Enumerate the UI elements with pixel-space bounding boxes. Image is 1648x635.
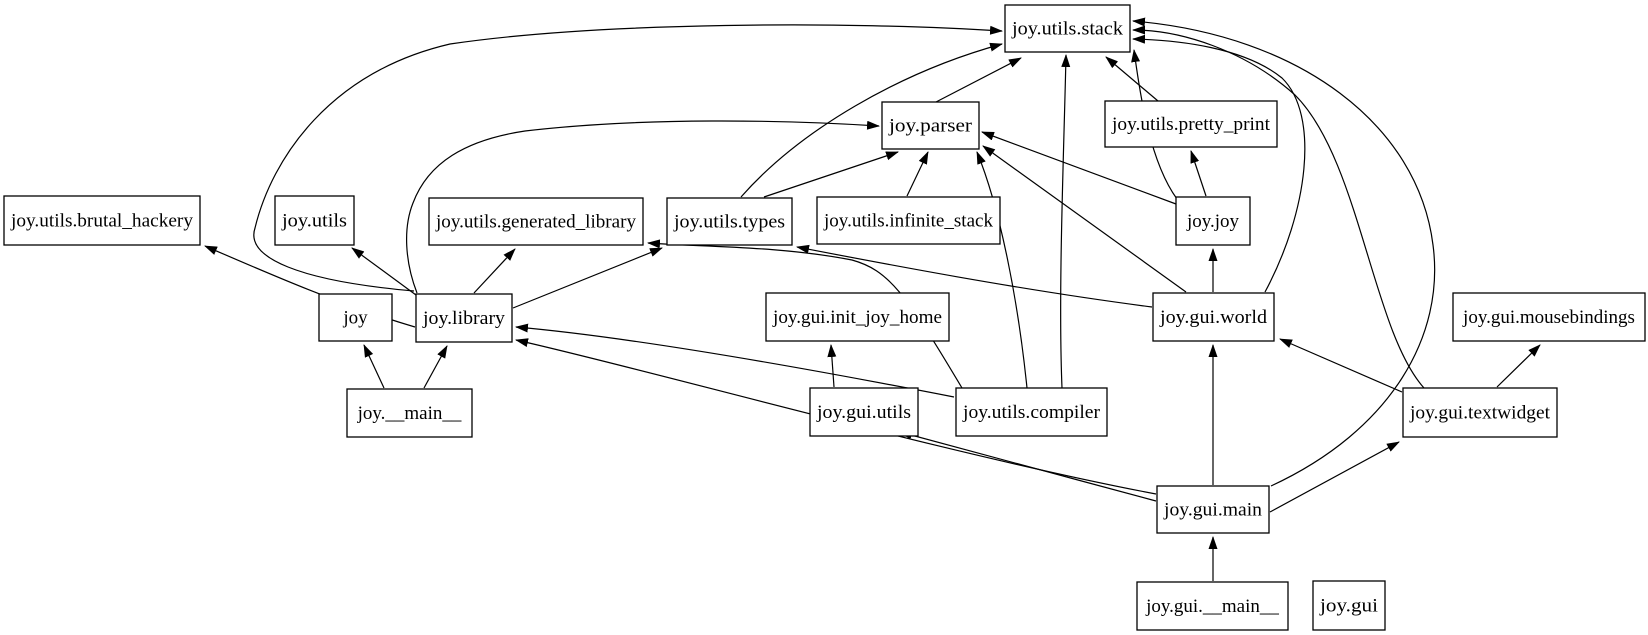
edge-joy-utils-compiler-to-joy-utils-stack [1060, 54, 1071, 389]
node-box-joy-gui-main [1136, 581, 1289, 631]
node-joy-gui-textwidget: joy.gui.textwidget [1402, 387, 1558, 438]
edge-joy-gui-main-to-joy-utils-stack [1132, 17, 1436, 487]
node-joy-utils-types: joy.utils.types [666, 197, 793, 246]
node-label-joy-utils-stack: joy.utils.stack [1011, 19, 1124, 40]
node-joy-utils-compiler: joy.utils.compiler [955, 387, 1108, 437]
node-label-joy-utils-compiler: joy.utils.compiler [962, 402, 1101, 423]
node-label-joy-utils-infinite-stack: joy.utils.infinite_stack [823, 211, 993, 232]
edge-joy-utils-types-to-joy-parser [763, 151, 899, 198]
edge-joy-gui-main-to-joy-gui-textwidget [1269, 441, 1400, 513]
node-box-joy-library [415, 293, 513, 343]
edge-joy-gui-world-to-joy-utils-stack [1132, 34, 1306, 293]
node-box-joy-utils [274, 195, 355, 246]
node-label-joy-parser: joy.parser [888, 116, 973, 137]
node-label-joy-joy: joy.joy [1186, 211, 1240, 232]
node-joy-utils-infinite-stack: joy.utils.infinite_stack [816, 196, 1001, 245]
edge-joy-utils-pretty-print-to-joy-utils-stack [1105, 56, 1159, 102]
edge-joy-main-to-joy [363, 344, 385, 389]
node-label-joy-utils-pretty-print: joy.utils.pretty_print [1111, 114, 1271, 135]
node-joy-gui-init-joy-home: joy.gui.init_joy_home [765, 292, 950, 342]
node-box-joy-utils-infinite-stack [816, 196, 1001, 245]
edge-joy-joy-to-joy-utils-pretty-print [1190, 150, 1207, 197]
node-label-joy-utils-types: joy.utils.types [673, 212, 785, 233]
node-joy-parser: joy.parser [881, 101, 980, 150]
node-box-joy-utils-compiler [955, 387, 1108, 437]
node-box-joy-gui-world [1152, 292, 1275, 342]
edge-joy-gui-textwidget-to-joy-gui-world [1279, 338, 1403, 393]
node-joy-main: joy.__main__ [346, 388, 473, 438]
node-label-joy-gui-main: joy.gui.main [1163, 500, 1263, 521]
edge-joy-gui-world-to-joy-parser [982, 145, 1187, 293]
node-joy-gui-world: joy.gui.world [1152, 292, 1275, 342]
node-label-joy-gui-world: joy.gui.world [1159, 307, 1268, 328]
node-box-joy [318, 293, 393, 342]
node-label-joy-gui-utils: joy.gui.utils [816, 402, 911, 423]
node-box-joy-main [346, 388, 473, 438]
node-box-joy-utils-brutal-hackery [3, 195, 201, 246]
node-label-joy-library: joy.library [422, 308, 506, 329]
node-joy-gui: joy.gui [1312, 580, 1386, 631]
edge-joy-library-to-joy-utils [351, 247, 417, 296]
node-joy-utils-generated-library: joy.utils.generated_library [428, 197, 644, 246]
node-joy-gui-utils: joy.gui.utils [809, 387, 919, 437]
node-box-joy-gui-init-joy-home [765, 292, 950, 342]
edge-joy-joy-to-joy-parser [981, 131, 1177, 205]
edge-joy-library-to-joy-utils-stack [253, 24, 1003, 292]
node-box-joy-utils-generated-library [428, 197, 644, 246]
node-label-joy-utils-generated-library: joy.utils.generated_library [435, 212, 636, 233]
node-box-joy-gui-main [1156, 485, 1270, 534]
edge-joy-parser-to-joy-utils-stack [935, 57, 1022, 103]
node-label-joy-main: joy.__main__ [357, 403, 462, 424]
node-box-joy-parser [881, 101, 980, 150]
edge-joy-library-to-joy-utils-types [512, 247, 663, 309]
edge-joy-gui-textwidget-to-joy-gui-mousebindings [1496, 344, 1541, 388]
node-label-joy-utils-brutal-hackery: joy.utils.brutal_hackery [10, 211, 194, 232]
node-box-joy-gui-mousebindings [1452, 292, 1646, 342]
node-box-joy-utils-types [666, 197, 793, 246]
node-joy-gui-main: joy.gui.__main__ [1136, 581, 1289, 631]
node-joy-gui-mousebindings: joy.gui.mousebindings [1452, 292, 1646, 342]
node-joy-joy: joy.joy [1175, 196, 1251, 246]
node-joy-utils-stack: joy.utils.stack [1004, 4, 1131, 53]
edge-joy-gui-world-to-joy-utils-types [796, 244, 1153, 308]
node-box-joy-utils-pretty-print [1104, 100, 1278, 148]
edge-joy-utils-types-to-joy-utils-stack [740, 42, 1003, 198]
edge-joy-gui-main-to-joy-gui-utils [899, 430, 1157, 502]
node-box-joy-joy [1175, 196, 1251, 246]
node-box-joy-gui-utils [809, 387, 919, 437]
node-joy-gui-main: joy.gui.main [1156, 485, 1270, 534]
node-joy: joy [318, 293, 393, 342]
node-box-joy-gui-textwidget [1402, 387, 1558, 438]
edge-joy-utils-infinite-stack-to-joy-parser [906, 151, 929, 197]
edge-joy-utils-compiler-to-joy-parser [976, 151, 1028, 389]
node-label-joy-gui-main: joy.gui.__main__ [1145, 596, 1279, 617]
node-joy-utils: joy.utils [274, 195, 355, 246]
edge-joy-gui-textwidget-to-joy-utils-stack [1132, 25, 1425, 389]
node-label-joy-gui-textwidget: joy.gui.textwidget [1409, 403, 1551, 424]
edge-joy-library-to-joy-parser [406, 120, 880, 294]
edge-joy-utils-compiler-to-joy-library [515, 323, 955, 398]
edge-joy-main-to-joy-library [423, 345, 448, 389]
node-label-joy: joy [342, 308, 368, 329]
node-label-joy-utils: joy.utils [281, 211, 347, 232]
node-label-joy-gui-init-joy-home: joy.gui.init_joy_home [772, 307, 942, 328]
node-label-joy-gui: joy.gui [1319, 596, 1378, 617]
node-joy-utils-brutal-hackery: joy.utils.brutal_hackery [3, 195, 201, 246]
edge-joy-library-to-joy-utils-generated-library [473, 248, 516, 294]
node-box-joy-gui [1312, 580, 1386, 631]
node-label-joy-gui-mousebindings: joy.gui.mousebindings [1462, 307, 1635, 328]
node-joy-utils-pretty-print: joy.utils.pretty_print [1104, 100, 1278, 148]
edge-joy-gui-main-to-joy-library [515, 338, 1157, 495]
node-box-joy-utils-stack [1004, 4, 1131, 53]
node-joy-library: joy.library [415, 293, 513, 343]
edge-joy-gui-utils-to-joy-gui-init-joy-home [827, 344, 837, 388]
